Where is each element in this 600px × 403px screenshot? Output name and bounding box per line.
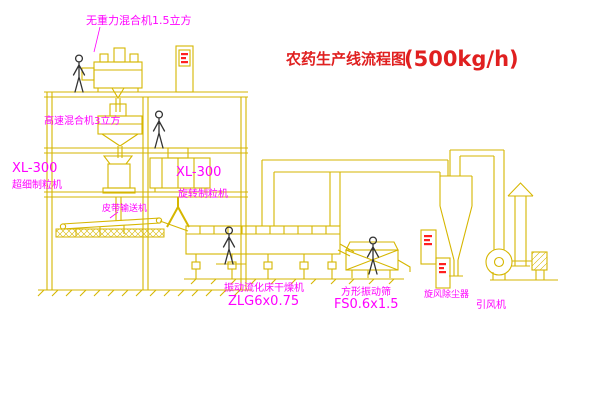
person-figure-ground [222,226,236,265]
label-leader-line [93,26,101,53]
control-cabinet-low [435,257,451,289]
diagram-title: 农药生产线流程图 [285,50,406,68]
label-fan-name: 引风机 [476,298,506,311]
fluid-bed-dryer [184,225,344,285]
belt-conveyor [59,217,189,236]
cyclone-separator [439,149,505,277]
person-figure-screen [366,236,380,275]
label-granulator-right-name: 旋转制粒机 [178,187,228,200]
label-granulator-left-name: 超细制粒机 [12,178,62,191]
floor-slab-hatch [55,228,165,238]
person-figure-roof [72,54,86,93]
granulator-left [102,155,136,221]
label-dryer-name: 振动流化床干燥机 [224,281,304,294]
label-belt-conveyor: 皮带输送机 [102,202,147,214]
label-screen-name: 方形振动筛 [341,285,391,298]
granulator-right [149,147,211,228]
label-dryer-model: ZLG6x0.75 [228,294,299,309]
label-ribbon-mixer: 无重力混合机1.5立方 [86,13,192,27]
exhaust-stack [507,182,534,267]
control-cabinet-mid [420,229,437,265]
label-high-speed-mixer: 高速混合机3立方 [44,114,120,127]
ribbon-mixer [81,47,143,112]
label-leader-line [109,211,119,219]
label-granulator-left-model: XL-300 [12,161,57,176]
vibrating-screen [337,241,411,285]
person-figure-floor1 [152,110,166,149]
high-speed-mixer [97,103,143,158]
label-granulator-right-model: XL-300 [176,165,221,180]
control-cabinet-top [175,45,194,93]
induced-draft-fan [485,248,558,281]
diagram-capacity: (500kg/h) [404,47,519,71]
label-cyclone-name: 旋风除尘器 [424,288,469,300]
label-screen-model: FS0.6x1.5 [334,297,399,312]
exhaust-duct [261,159,449,226]
building-frame [37,91,252,297]
